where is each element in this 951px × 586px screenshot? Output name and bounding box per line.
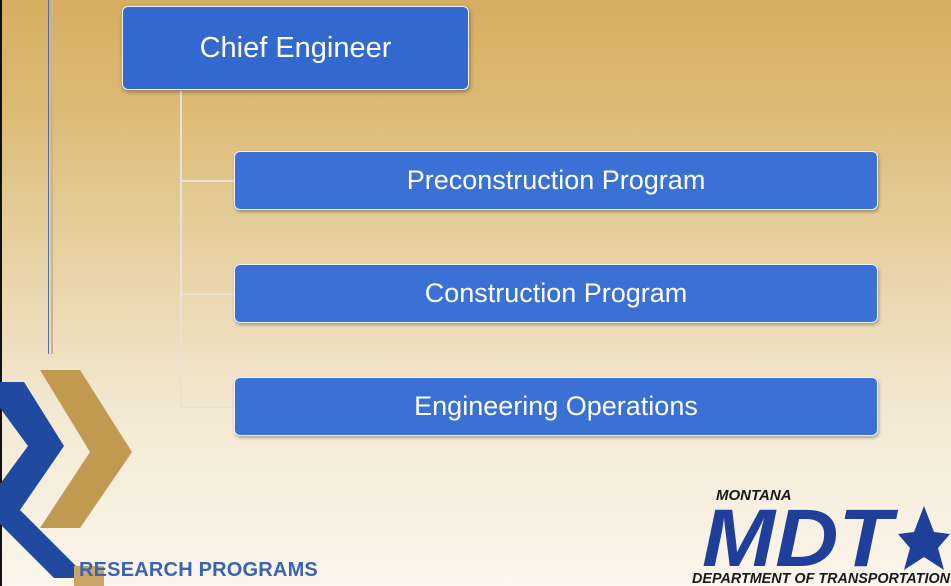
engineering-operations-node: Engineering Operations: [234, 377, 878, 436]
preconstruction-program-node: Preconstruction Program: [234, 151, 878, 210]
accent-line-tan: [51, 0, 53, 354]
tree-connector-branch: [180, 180, 236, 182]
chevron-logo-graphic: [0, 370, 132, 578]
preconstruction-program-label: Preconstruction Program: [406, 165, 706, 195]
tree-connector-branch: [180, 406, 236, 408]
blue-chevron-shape: [0, 382, 88, 578]
logo-wordmark-text: MDT: [702, 493, 898, 584]
accent-line-blue: [48, 0, 49, 354]
slide-frame-edge: [0, 0, 2, 586]
chief-engineer-node: Chief Engineer: [122, 6, 469, 90]
star-icon: [898, 506, 950, 570]
research-marker-block: [74, 566, 104, 586]
gold-chevron-shape: [40, 370, 132, 528]
mdt-logo: MONTANA MDT DEPARTMENT OF TRANSPORTATION: [692, 487, 951, 586]
tree-connector-branch: [180, 293, 236, 295]
logo-state-text: MONTANA: [716, 487, 792, 504]
construction-program-label: Construction Program: [424, 278, 688, 308]
logo-department-text: DEPARTMENT OF TRANSPORTATION: [692, 570, 951, 586]
research-programs-label: RESEARCH PROGRAMS: [79, 559, 318, 581]
tree-connector-vertical: [180, 90, 182, 406]
chief-engineer-label: Chief Engineer: [199, 31, 392, 64]
construction-program-node: Construction Program: [234, 264, 878, 323]
engineering-operations-label: Engineering Operations: [414, 391, 698, 421]
